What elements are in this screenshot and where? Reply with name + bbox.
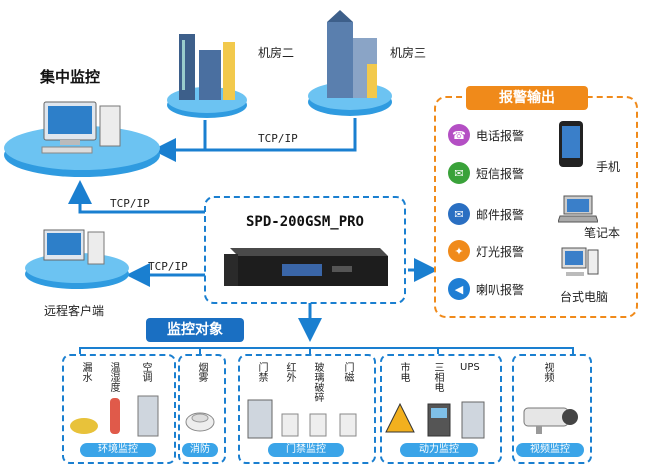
video-item-video: 视频	[542, 362, 553, 382]
alarm-title: 报警输出	[466, 86, 588, 110]
speaker-icon: ◀	[448, 278, 470, 300]
remote-client-platform	[25, 229, 129, 289]
central-platform	[4, 101, 160, 177]
room2-building	[167, 34, 247, 118]
phone-call-icon: ☎	[448, 124, 470, 146]
email-icon: ✉	[448, 203, 470, 225]
power-item-3phase: 三相电	[432, 362, 443, 392]
monitor-title: 监控对象	[146, 318, 244, 342]
access-devices-image	[247, 399, 357, 439]
sms-icon: ✉	[448, 162, 470, 184]
camera-image	[523, 407, 578, 434]
monitor-bus-line	[79, 347, 574, 357]
device-laptop-label: 笔记本	[584, 226, 621, 240]
smoke-detector-image	[185, 412, 215, 432]
power-item-ups: UPS	[460, 362, 480, 373]
group-fire-label: 消防	[182, 443, 218, 457]
alarm-phone: ☎ 电话报警	[448, 124, 524, 146]
device-mobile-label: 手机	[596, 160, 621, 174]
env-item-ac: 空调	[140, 362, 151, 382]
env-item-leak: 漏水	[80, 362, 91, 382]
room2-label: 机房二	[258, 46, 295, 60]
remote-client-label: 远程客户端	[44, 304, 105, 318]
group-env-label: 环境监控	[80, 443, 156, 457]
access-item-glass: 玻璃破碎	[312, 362, 323, 402]
bulb-icon: ✦	[448, 240, 470, 262]
group-fire	[178, 354, 226, 464]
tcp-label-remote: TCP/IP	[148, 260, 188, 273]
alarm-speaker: ◀ 喇叭报警	[448, 278, 524, 300]
device-unit	[224, 248, 388, 286]
device-model: SPD-200GSM_PRO	[245, 214, 364, 230]
group-power-label: 动力监控	[400, 443, 478, 457]
access-item-door: 门禁	[256, 362, 267, 382]
room3-label: 机房三	[390, 46, 427, 60]
central-monitor-label: 集中监控	[40, 68, 101, 86]
mobile-phone-image	[559, 121, 583, 167]
env-item-temp: 温湿度	[108, 362, 119, 392]
tcp-label-central: TCP/IP	[110, 197, 150, 210]
power-item-mains: 市电	[398, 362, 409, 382]
room3-building	[308, 10, 392, 116]
alarm-sms: ✉ 短信报警	[448, 162, 524, 184]
room-link-line	[203, 118, 357, 152]
alarm-email: ✉ 邮件报警	[448, 203, 524, 225]
group-access-label: 门禁监控	[268, 443, 344, 457]
tcp-label-rooms: TCP/IP	[258, 132, 298, 145]
desktop-image	[561, 247, 599, 276]
device-to-central-line	[68, 180, 205, 214]
access-item-magnet: 门磁	[342, 362, 353, 382]
power-devices-image	[385, 401, 485, 439]
alarm-light: ✦ 灯光报警	[448, 240, 524, 262]
access-item-infrared: 红外	[284, 362, 295, 382]
env-devices-image	[70, 395, 159, 437]
fire-item-smoke: 烟雾	[196, 362, 207, 382]
group-video-label: 视频监控	[516, 443, 584, 457]
device-box	[204, 196, 406, 304]
laptop-image	[558, 195, 598, 223]
device-desktop-label: 台式电脑	[560, 290, 609, 304]
